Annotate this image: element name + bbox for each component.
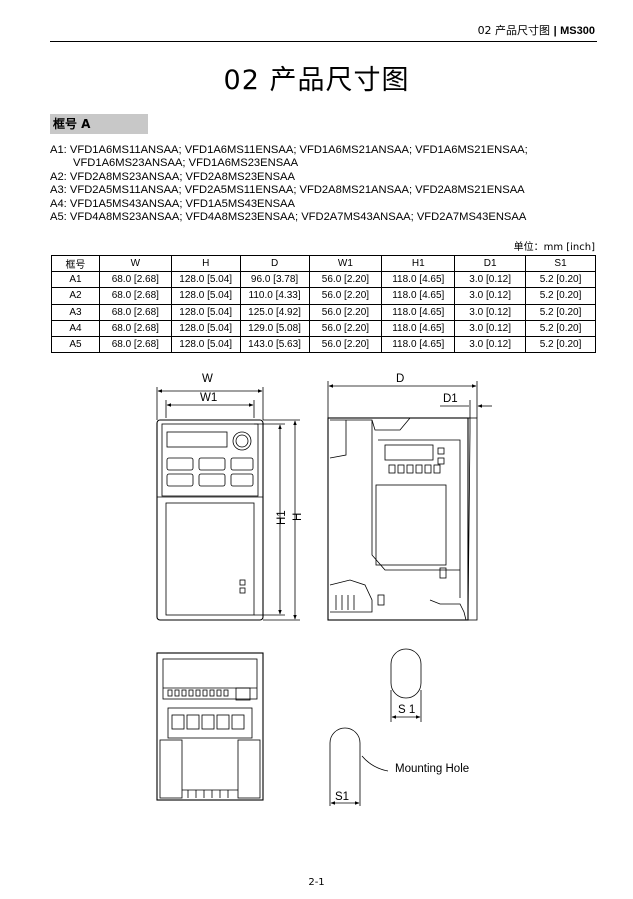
dim-w-label: W [202, 373, 213, 385]
table-cell: 3.0 [0.12] [454, 335, 527, 354]
table-cell: 129.0 [5.08] [239, 319, 310, 337]
model-line: A5: VFD4A8MS23ANSAA; VFD4A8MS23ENSAA; VF… [50, 211, 527, 224]
table-row: A1 68.0 [2.68] 128.0 [5.04] 96.0 [3.78] … [51, 271, 596, 289]
model-line: A4: VFD1A5MS43ANSAA; VFD1A5MS43ENSAA [50, 197, 295, 210]
mounting-hole-detail-top: S 1 [390, 648, 422, 722]
bottom-view [156, 652, 264, 801]
mounting-hole-detail-bottom: S1 [329, 727, 389, 806]
model-list: A1: VFD1A6MS11ANSAA; VFD1A6MS11ENSAA; VF… [50, 144, 610, 224]
page-number: 2-1 [308, 877, 325, 888]
keypad-buttons [166, 457, 254, 487]
table-cell: 128.0 [5.04] [170, 335, 241, 354]
model-line: A3: VFD2A5MS11ANSAA; VFD2A5MS11ENSAA; VF… [50, 184, 525, 197]
table-cell: 143.0 [5.63] [239, 335, 310, 354]
page-title: 02 产品尺寸图 [223, 65, 410, 96]
unit-note: 单位：mm [inch] [513, 242, 595, 253]
running-header: 02 产品尺寸图 | MS300 [478, 22, 595, 38]
dim-d-label: D [396, 373, 404, 385]
header-product: MS300 [560, 25, 595, 37]
table-row: A5 68.0 [2.68] 128.0 [5.04] 143.0 [5.63]… [51, 335, 596, 354]
model-line: A1: VFD1A6MS11ANSAA; VFD1A6MS11ENSAA; VF… [50, 144, 528, 156]
model-line: VFD1A6MS23ANSAA; VFD1A6MS23ENSAA [73, 157, 299, 170]
front-view: W W1 H1 H [156, 373, 304, 621]
dim-w1-label: W1 [200, 392, 217, 404]
header-section: 02 产品尺寸图 [477, 24, 551, 37]
dim-s1-bottom-label: S1 [335, 791, 349, 803]
table-row: A4 68.0 [2.68] 128.0 [5.04] 129.0 [5.08]… [51, 319, 596, 337]
dim-h1-label: H1 [276, 510, 288, 525]
table-cell: 68.0 [2.68] [98, 335, 172, 354]
table-cell: 56.0 [2.20] [308, 335, 383, 354]
model-line: A2: VFD2A8MS23ANSAA; VFD2A8MS23ENSAA [50, 170, 295, 183]
dim-s1-top-label: S 1 [398, 704, 415, 716]
dim-h-label: H [292, 513, 304, 521]
mounting-hole-label: Mounting Hole [395, 763, 470, 775]
table-cell: 118.0 [4.65] [381, 335, 456, 354]
header-separator: | [553, 25, 557, 37]
table-cell: 5.2 [0.20] [525, 335, 596, 354]
frame-label: 框号 A [50, 114, 148, 134]
dimension-table: 框号 W H D W1 H1 D1 S1 A1 68.0 [2.68] 128.… [51, 254, 596, 354]
side-view: D D1 [327, 373, 492, 621]
terminal-pins [167, 689, 229, 697]
header-rule [50, 41, 597, 42]
dim-d1-label: D1 [443, 393, 458, 405]
table-row: A3 68.0 [2.68] 128.0 [5.04] 125.0 [4.92]… [51, 303, 596, 321]
